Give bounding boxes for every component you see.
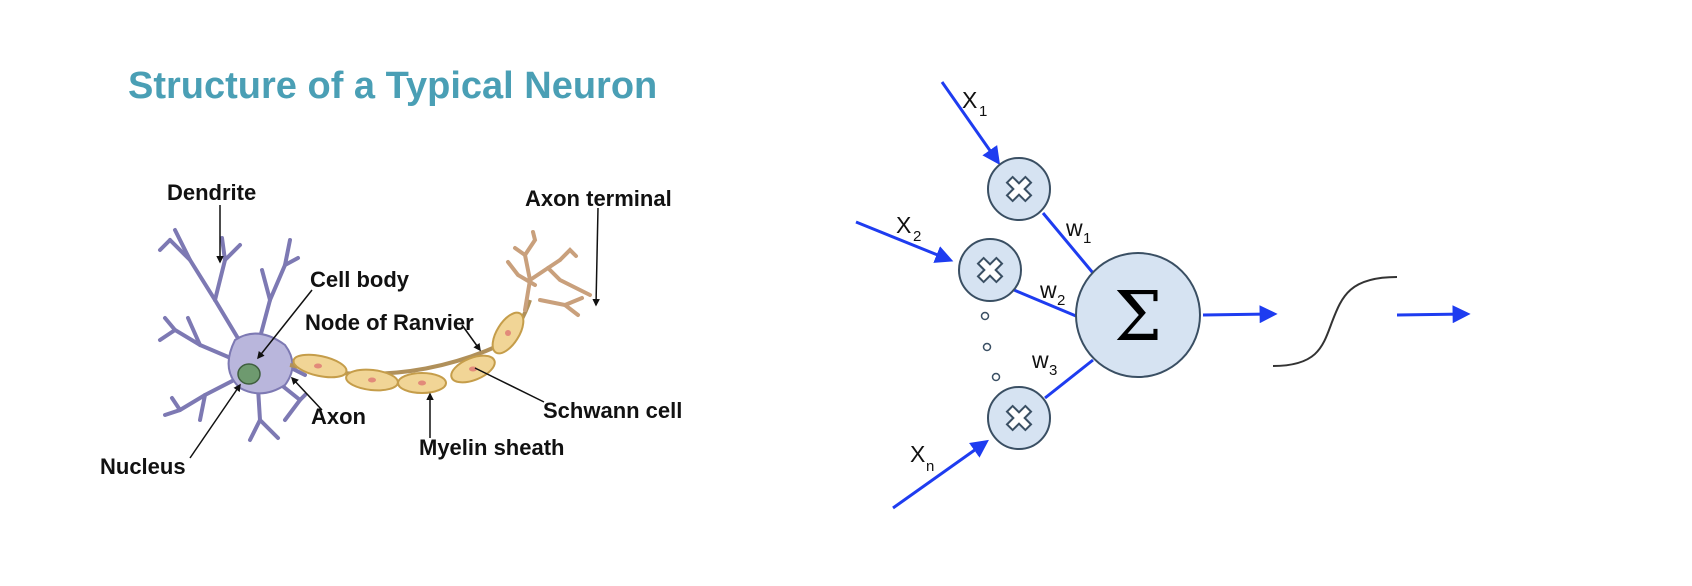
weight-connection-1 xyxy=(1041,212,1095,274)
input-node-n xyxy=(987,386,1051,450)
dendrites xyxy=(158,228,307,442)
ellipsis-dots xyxy=(980,311,1001,382)
label-axon-terminal: Axon terminal xyxy=(525,186,672,211)
svg-text:w: w xyxy=(1065,215,1083,241)
input-label-n: X n xyxy=(910,441,934,475)
neuron-illustration xyxy=(158,228,592,442)
summation-node xyxy=(1075,252,1201,378)
svg-text:X: X xyxy=(896,212,911,238)
input-arrow-2 xyxy=(855,220,954,263)
svg-text:3: 3 xyxy=(1049,362,1057,379)
axon-terminal xyxy=(506,230,592,317)
label-myelin-sheath: Myelin sheath xyxy=(419,435,564,460)
sigma-symbol: Σ xyxy=(1114,278,1162,357)
cell-body xyxy=(227,332,294,395)
label-nucleus: Nucleus xyxy=(100,454,186,479)
multiply-icon xyxy=(1005,175,1033,203)
label-axon: Axon xyxy=(311,404,366,429)
weight-connection-3 xyxy=(1044,358,1094,400)
weight-connection-2 xyxy=(1013,288,1077,318)
perceptron-diagram: Σ X 1 X 2 X n w 1 w 2 w 3 xyxy=(855,81,1471,510)
svg-text:X: X xyxy=(910,441,925,467)
multiply-icon xyxy=(976,256,1004,284)
svg-text:X: X xyxy=(962,87,977,113)
sigmoid-curve-icon xyxy=(1272,276,1398,367)
input-label-1: X 1 xyxy=(962,87,987,120)
weight-label-2: w 2 xyxy=(1039,277,1065,309)
weight-label-1: w 1 xyxy=(1065,215,1091,247)
neuron-pointers xyxy=(189,205,600,459)
page-title: Structure of a Typical Neuron xyxy=(128,65,657,107)
label-node-of-ranvier: Node of Ranvier xyxy=(305,310,474,335)
svg-text:w: w xyxy=(1031,347,1049,373)
sum-output-arrow xyxy=(1202,305,1278,324)
nucleus xyxy=(237,363,261,385)
input-node-2 xyxy=(958,238,1022,302)
label-schwann-cell: Schwann cell xyxy=(543,398,682,423)
multiply-icon xyxy=(1005,404,1033,432)
input-arrow-1 xyxy=(940,81,1001,165)
input-label-2: X 2 xyxy=(896,212,921,245)
svg-text:2: 2 xyxy=(1057,292,1065,309)
weight-label-3: w 3 xyxy=(1031,347,1057,379)
label-cell-body: Cell body xyxy=(310,267,410,292)
svg-text:w: w xyxy=(1039,277,1057,303)
final-output-arrow xyxy=(1396,305,1471,324)
svg-text:n: n xyxy=(926,458,934,475)
input-node-1 xyxy=(987,157,1051,221)
svg-text:2: 2 xyxy=(913,228,921,245)
svg-text:1: 1 xyxy=(1083,230,1091,247)
svg-text:1: 1 xyxy=(979,103,987,120)
label-dendrite: Dendrite xyxy=(167,180,256,205)
input-arrow-n xyxy=(892,439,989,510)
